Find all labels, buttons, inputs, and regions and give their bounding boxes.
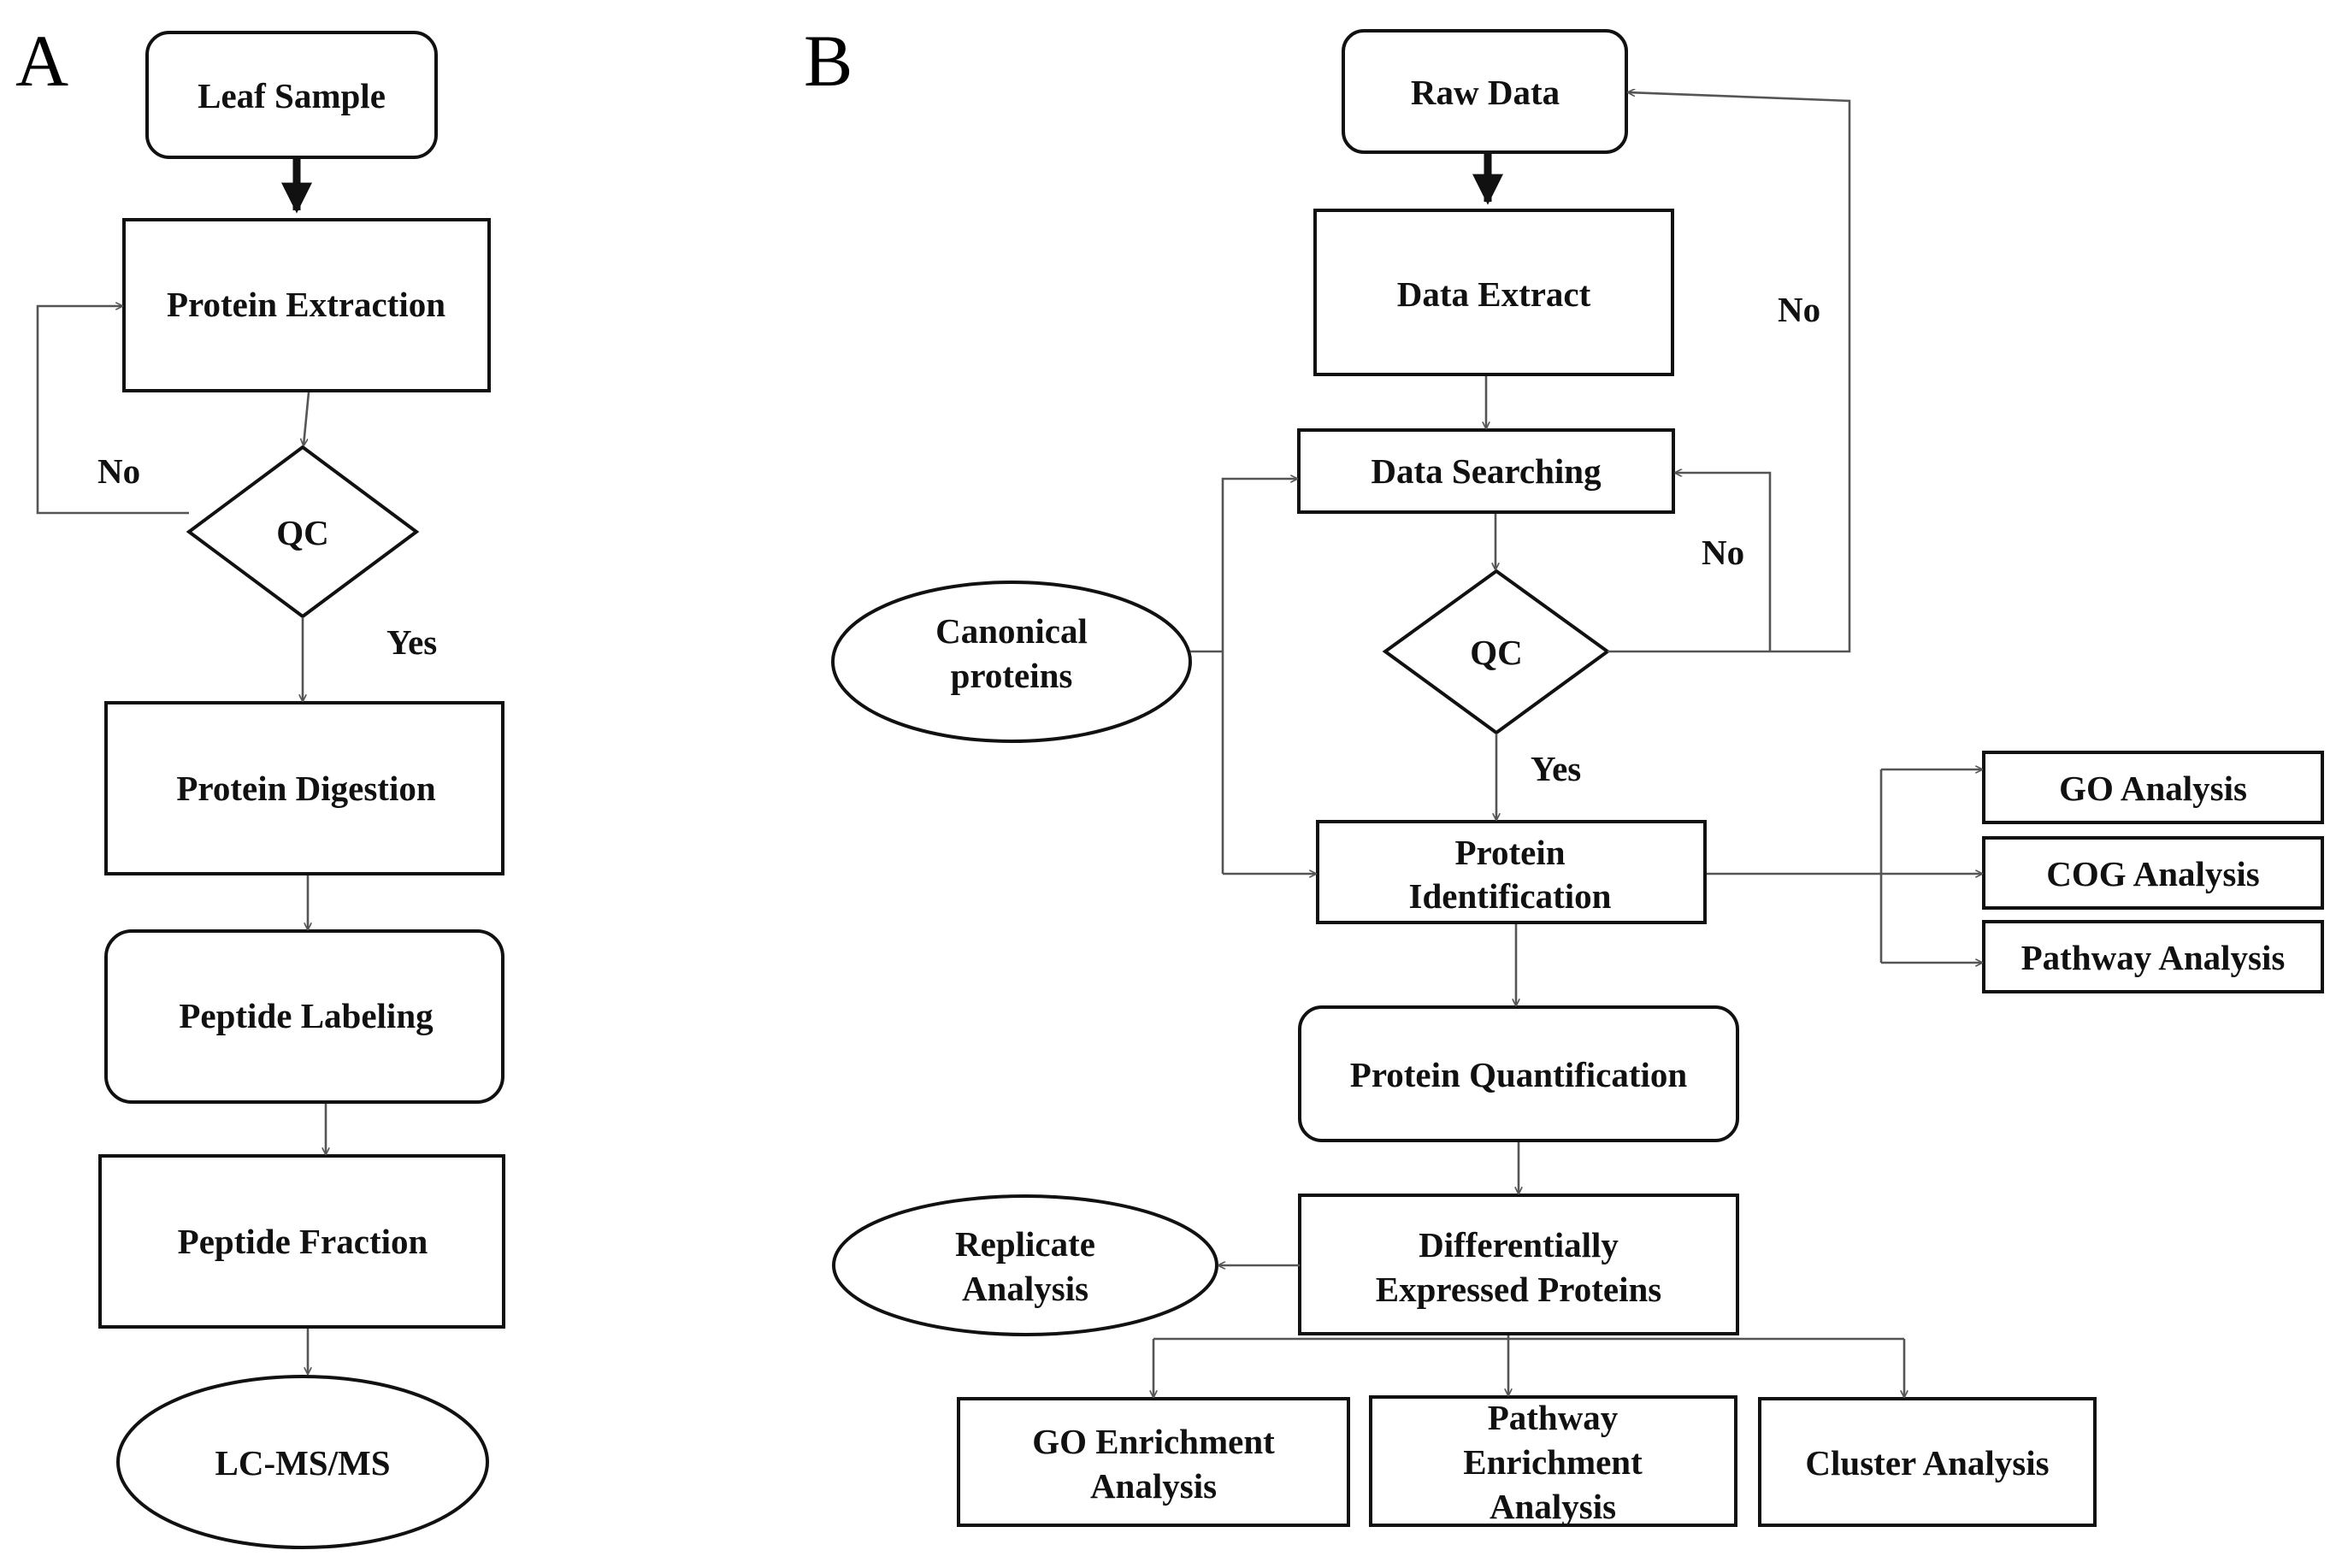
edge-qc-no-to-searching <box>1675 473 1772 651</box>
pathway-analysis-label: Pathway Analysis <box>2021 938 2286 977</box>
pathway-enrichment-label-1: Pathway <box>1488 1398 1619 1437</box>
edge-extraction-to-qc <box>304 392 310 445</box>
protein-identification-label-1: Protein <box>1454 833 1565 872</box>
protein-identification-label-2: Identification <box>1409 876 1612 916</box>
data-searching-label: Data Searching <box>1371 451 1602 491</box>
leaf-sample-node <box>145 31 438 159</box>
canonical-proteins-label-1: Canonical <box>935 611 1088 651</box>
replicate-analysis-label-2: Analysis <box>962 1269 1088 1308</box>
canonical-proteins-label-2: proteins <box>951 656 1073 695</box>
qc-a-no-label: No <box>97 451 140 491</box>
pathway-enrichment-label-2: Enrichment <box>1463 1442 1643 1482</box>
go-enrichment-analysis-node <box>957 1397 1350 1527</box>
raw-data-node <box>1342 29 1628 154</box>
protein-quantification-label: Protein Quantification <box>1350 1055 1688 1094</box>
protein-extraction-node <box>122 218 491 392</box>
data-extract-node <box>1313 209 1674 376</box>
cluster-analysis-node <box>1758 1397 2097 1527</box>
protein-digestion-label: Protein Digestion <box>176 769 435 808</box>
qc-b-yes-label: Yes <box>1531 749 1581 788</box>
panel-a-label: A <box>15 20 68 102</box>
replicate-analysis-node <box>832 1194 1218 1336</box>
differentially-expressed-proteins-node <box>1298 1194 1739 1335</box>
peptide-fraction-node <box>98 1154 505 1329</box>
protein-quantification-node <box>1298 1005 1739 1142</box>
qc-b-label: QC <box>1470 633 1523 672</box>
edge-qc-no-loop <box>36 306 189 515</box>
cog-analysis-label: COG Analysis <box>2046 854 2259 893</box>
go-analysis-node <box>1982 751 2324 824</box>
peptide-fraction-label: Peptide Fraction <box>178 1222 428 1261</box>
dep-label-2: Expressed Proteins <box>1376 1270 1661 1309</box>
protein-extraction-label: Protein Extraction <box>167 285 445 324</box>
qc-b-decision <box>1382 569 1611 735</box>
edge-qc-no-to-raw-data <box>1608 92 1851 653</box>
qc-a-label: QC <box>276 513 329 552</box>
qc-a-decision <box>186 445 420 619</box>
protein-identification-node <box>1316 820 1707 924</box>
canonical-proteins-node <box>831 581 1192 743</box>
lcms-label: LC-MS/MS <box>215 1443 391 1483</box>
cluster-analysis-label: Cluster Analysis <box>1805 1443 2049 1483</box>
go-enrichment-label-2: Analysis <box>1090 1466 1217 1506</box>
dep-label-1: Differentially <box>1419 1225 1619 1264</box>
cog-analysis-node <box>1982 836 2324 910</box>
peptide-labeling-label: Peptide Labeling <box>179 996 434 1035</box>
data-searching-node <box>1297 428 1675 514</box>
go-analysis-label: GO Analysis <box>2059 769 2247 808</box>
protein-digestion-node <box>104 701 504 875</box>
pathway-analysis-node <box>1982 920 2324 993</box>
qc-b-no-outer-label: No <box>1778 290 1820 329</box>
panel-b-label: B <box>804 20 852 102</box>
qc-a-yes-label: Yes <box>386 622 437 662</box>
raw-data-label: Raw Data <box>1411 73 1560 112</box>
replicate-analysis-label-1: Replicate <box>955 1224 1095 1264</box>
pathway-enrichment-analysis-node <box>1369 1395 1737 1527</box>
pathway-enrichment-label-3: Analysis <box>1490 1487 1616 1526</box>
peptide-labeling-node <box>104 929 504 1104</box>
leaf-sample-label: Leaf Sample <box>198 76 386 115</box>
data-extract-label: Data Extract <box>1397 274 1591 314</box>
go-enrichment-label-1: GO Enrichment <box>1032 1422 1275 1461</box>
lcms-node <box>116 1375 489 1549</box>
qc-b-no-inner-label: No <box>1702 533 1744 572</box>
edge-canonical-to-searching <box>1221 479 1297 874</box>
